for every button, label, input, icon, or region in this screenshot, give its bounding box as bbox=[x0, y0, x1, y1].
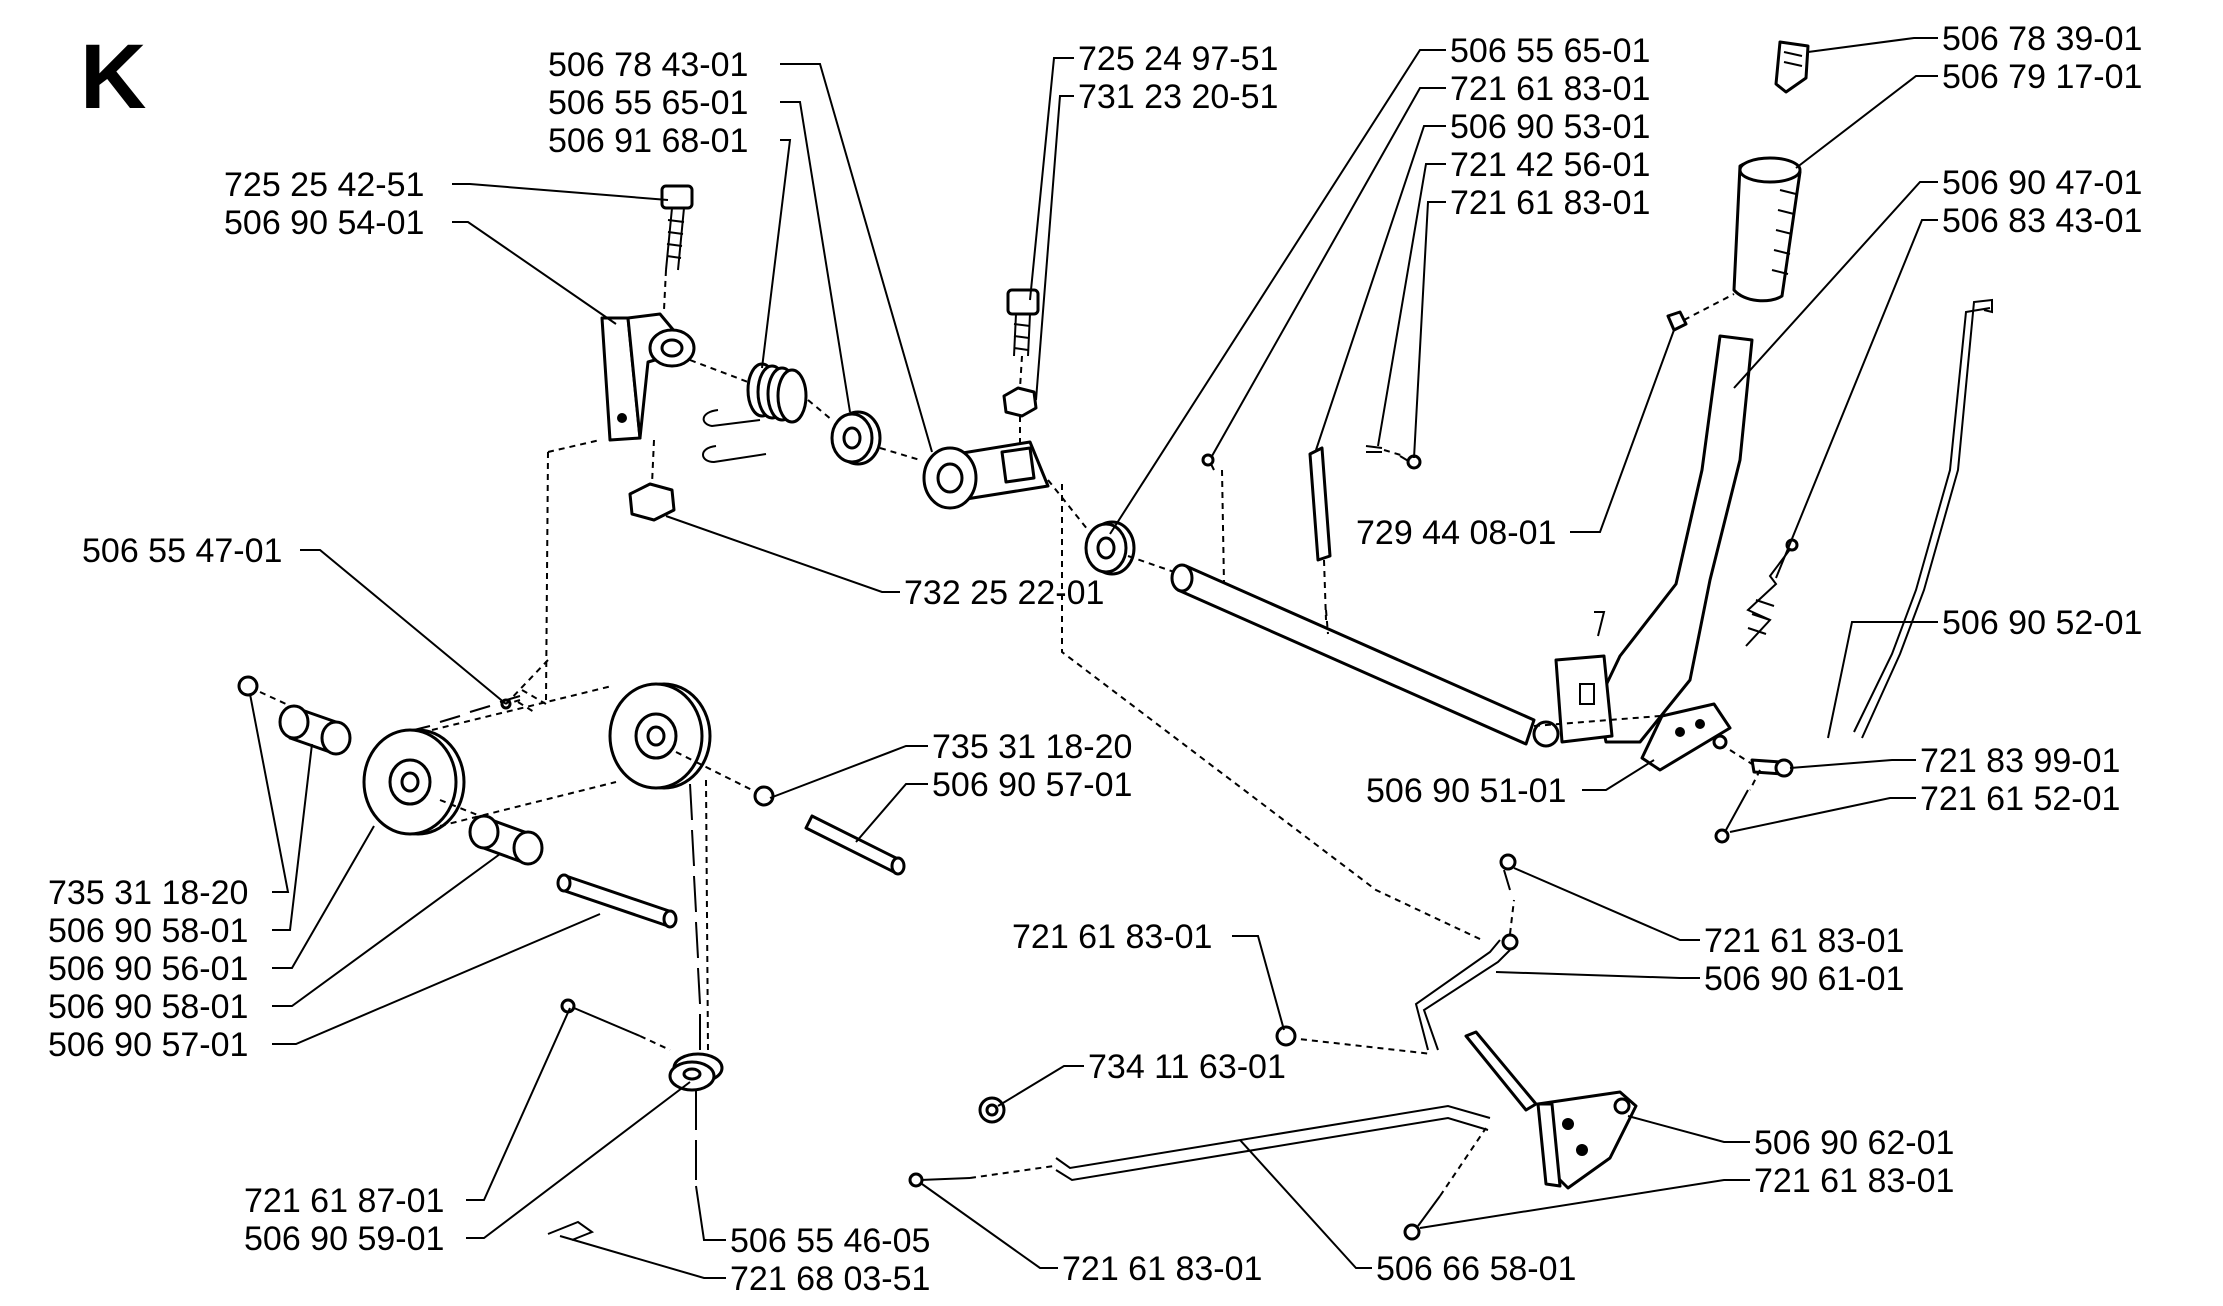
part-labels: 506 78 43-01 506 55 65-01 506 91 68-01 7… bbox=[48, 20, 2142, 1298]
retaining-clip-drawing bbox=[500, 659, 549, 710]
part-label: 731 23 20-51 bbox=[1078, 78, 1278, 116]
part-label: 725 24 97-51 bbox=[1078, 40, 1278, 78]
spring-drawing bbox=[689, 359, 808, 464]
part-label: 721 61 83-01 bbox=[1704, 922, 1904, 960]
part-label: 721 61 87-01 bbox=[244, 1182, 444, 1220]
part-label: 506 90 53-01 bbox=[1450, 108, 1650, 146]
plate-drawing bbox=[1533, 702, 1732, 772]
long-rod-drawing bbox=[908, 1096, 1491, 1241]
bellcrank-plate-drawing bbox=[1536, 1090, 1638, 1190]
part-label: 506 78 39-01 bbox=[1942, 20, 2142, 58]
part-label: 506 90 56-01 bbox=[48, 950, 248, 988]
part-label: 721 83 99-01 bbox=[1920, 742, 2120, 780]
figure-letter: K bbox=[80, 26, 146, 128]
part-label: 721 61 83-01 bbox=[1062, 1250, 1262, 1288]
part-label: 506 90 57-01 bbox=[48, 1026, 248, 1064]
part-label: 732 25 22-01 bbox=[904, 574, 1104, 612]
linkage-drawing bbox=[1061, 484, 1538, 1112]
right-pulley-drawing bbox=[608, 682, 906, 876]
handle-lever-drawing bbox=[1532, 334, 1754, 748]
part-label: 506 90 52-01 bbox=[1942, 604, 2142, 642]
part-label: 506 90 58-01 bbox=[48, 988, 248, 1026]
part-label: 721 61 52-01 bbox=[1920, 780, 2120, 818]
part-label: 506 90 61-01 bbox=[1704, 960, 1904, 998]
bolt-drawing bbox=[660, 184, 694, 271]
bushing-drawing bbox=[807, 399, 921, 466]
part-label: 506 79 17-01 bbox=[1942, 58, 2142, 96]
part-label: 506 55 47-01 bbox=[82, 532, 282, 570]
part-label: 506 90 57-01 bbox=[932, 766, 1132, 804]
bracket-drawing bbox=[600, 269, 696, 442]
part-label: 506 90 54-01 bbox=[224, 204, 424, 242]
bushing-right-drawing bbox=[1084, 520, 1181, 576]
part-label: 506 55 46-05 bbox=[730, 1222, 930, 1260]
part-label: 506 90 59-01 bbox=[244, 1220, 444, 1258]
idler-drawing bbox=[547, 998, 724, 1241]
part-label: 721 61 83-01 bbox=[1754, 1162, 1954, 1200]
leader-lines bbox=[249, 37, 1938, 1279]
part-label: 721 61 83-01 bbox=[1450, 184, 1650, 222]
nut-drawing bbox=[628, 439, 676, 522]
lever-hub-drawing bbox=[922, 288, 1089, 531]
part-label: 729 44 08-01 bbox=[1356, 514, 1556, 552]
left-pulley-drawing bbox=[237, 675, 678, 929]
part-label: 506 90 58-01 bbox=[48, 912, 248, 950]
part-label: 735 31 18-20 bbox=[932, 728, 1132, 766]
part-label: 506 90 62-01 bbox=[1754, 1124, 1954, 1162]
pin-drawing bbox=[1308, 445, 1422, 621]
shaft-drawing bbox=[1170, 453, 1536, 746]
part-label: 734 11 63-01 bbox=[1088, 1048, 1286, 1086]
part-label: 506 55 65-01 bbox=[548, 84, 748, 122]
part-label: 721 61 83-01 bbox=[1450, 70, 1650, 108]
part-label: 506 55 65-01 bbox=[1450, 32, 1650, 70]
part-label: 506 66 58-01 bbox=[1376, 1250, 1576, 1288]
chain-drawing bbox=[413, 439, 709, 1180]
part-label: 506 90 47-01 bbox=[1942, 164, 2142, 202]
part-label: 725 25 42-51 bbox=[224, 166, 424, 204]
part-label: 721 68 03-51 bbox=[730, 1260, 930, 1298]
part-label: 506 91 68-01 bbox=[548, 122, 748, 160]
part-label: 735 31 18-20 bbox=[48, 874, 248, 912]
rod-drawing bbox=[1745, 298, 1993, 739]
clevis-pin-drawing bbox=[1714, 749, 1794, 844]
part-label: 721 61 83-01 bbox=[1012, 918, 1212, 956]
part-label: 506 83 43-01 bbox=[1942, 202, 2142, 240]
part-label: 506 90 51-01 bbox=[1366, 772, 1566, 810]
grip-drawing bbox=[1666, 40, 1810, 332]
part-label: 721 42 56-01 bbox=[1450, 146, 1650, 184]
part-label: 506 78 43-01 bbox=[548, 46, 748, 84]
